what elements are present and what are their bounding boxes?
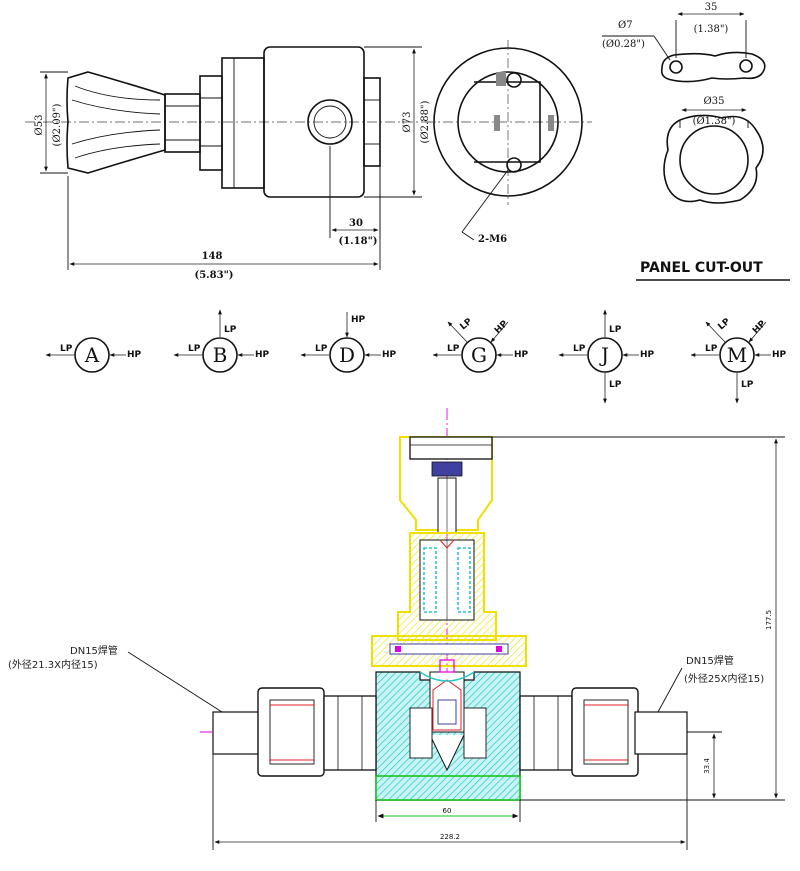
- dim-body-label: 60: [443, 807, 452, 815]
- port-config-b: B LP LP HP: [173, 309, 270, 373]
- port-j-label-lp-left: LP: [573, 344, 586, 354]
- port-letter-d: D: [339, 343, 355, 367]
- dia-knob-inch: (Ø2.09"): [52, 103, 63, 146]
- port-g-label-hp-diag: HP: [493, 319, 510, 336]
- panel-cutout-title: PANEL CUT-OUT: [640, 260, 763, 276]
- section-view: DN15焊管 (外径21.3X内径15) DN15焊管 (外径25X内径15) …: [8, 408, 785, 850]
- left-fitting: [212, 687, 377, 777]
- panel-hole-dia-inch: (Ø0.28"): [602, 39, 645, 50]
- port-config-d: D LP HP HP: [300, 312, 397, 373]
- dim-total-inch: (5.83"): [194, 270, 233, 281]
- port-letter-m: M: [727, 343, 747, 367]
- panel-hole-dia: Ø7: [618, 20, 633, 31]
- port-config-j: J LP LP HP LP: [558, 309, 655, 404]
- port-g-label-lp-diag: LP: [459, 316, 475, 332]
- panel-cutout: 35 (1.38") Ø7 (Ø0.28") Ø35 (Ø1.38") PANE…: [602, 2, 790, 281]
- port-letter-a: A: [84, 343, 100, 367]
- dim-port-inch: (1.18"): [338, 236, 377, 247]
- panel-cut-dia: Ø35: [704, 96, 725, 107]
- knob: [66, 71, 166, 174]
- port-config-g: G LP LP HP HP: [432, 316, 529, 373]
- panel-cut-dia-inch: (Ø1.38"): [693, 116, 736, 127]
- dia-knob-label: Ø53: [34, 115, 45, 136]
- panel-hole-right: [739, 59, 753, 73]
- port-b-label-hp: HP: [255, 350, 270, 360]
- port-a-label-hp: HP: [127, 350, 142, 360]
- port-m-label-hp-right: HP: [772, 350, 787, 360]
- port-m-label-hp-diag: HP: [751, 319, 768, 336]
- panel-spacing-label: 35: [705, 2, 718, 13]
- port-letter-b: B: [213, 343, 228, 367]
- port-a-label-lp: LP: [60, 344, 73, 354]
- mount-hole-top: [506, 72, 522, 88]
- port-m-label-lp-left: LP: [705, 344, 718, 354]
- dia-body-label: Ø73: [402, 112, 413, 133]
- panel-hole-left: [669, 60, 683, 74]
- dim-offset-label: 33.4: [703, 758, 711, 774]
- port-b-label-lp-top: LP: [224, 325, 237, 335]
- port-m-label-lp-diag: LP: [717, 316, 733, 332]
- right-pipe-label: DN15焊管: [686, 654, 734, 667]
- panel-cut-circle: [679, 125, 749, 195]
- port-j-label-lp-bottom: LP: [609, 380, 622, 390]
- mount-hole-bottom: [506, 157, 522, 173]
- port-letter-g: G: [471, 343, 487, 367]
- port-j-label-lp-top: LP: [609, 325, 622, 335]
- right-fitting: [519, 687, 688, 777]
- port-letter-j: J: [599, 343, 609, 367]
- port-d-label-hp-right: HP: [382, 350, 397, 360]
- left-pipe-spec: (外径21.3X内径15): [8, 658, 98, 671]
- left-pipe-label: DN15焊管: [70, 644, 118, 657]
- port-g-label-lp-left: LP: [447, 344, 460, 354]
- dim-port-label: 30: [349, 218, 363, 229]
- side-view: Ø53 (Ø2.09") Ø73 (Ø2.88") 30 (1.18") 148…: [25, 46, 440, 281]
- handwheel: [399, 436, 493, 534]
- port-m-label-lp-bottom: LP: [741, 380, 754, 390]
- valve-body: [375, 659, 521, 801]
- port-d-label-hp-top: HP: [351, 315, 366, 325]
- port-d-label-lp: LP: [315, 344, 328, 354]
- dim-length-label: 228.2: [440, 833, 460, 841]
- dim-total-label: 148: [202, 251, 223, 262]
- port-j-label-hp: HP: [640, 350, 655, 360]
- right-pipe-spec: (外径25X内径15): [684, 672, 764, 685]
- panel-spacing-inch: (1.38"): [694, 24, 729, 35]
- port-g-label-hp-right: HP: [514, 350, 529, 360]
- thread-label: 2-M6: [478, 234, 507, 245]
- bonnet-flange: [371, 635, 527, 667]
- bonnet: [397, 532, 497, 641]
- side-port: [307, 99, 353, 145]
- port-config-m: M LP LP HP HP LP: [690, 316, 787, 404]
- dim-height-label: 177.5: [765, 610, 773, 630]
- front-view: 2-M6: [425, 40, 592, 245]
- port-config-a: A LP HP: [45, 337, 142, 373]
- port-b-label-lp-left: LP: [188, 344, 201, 354]
